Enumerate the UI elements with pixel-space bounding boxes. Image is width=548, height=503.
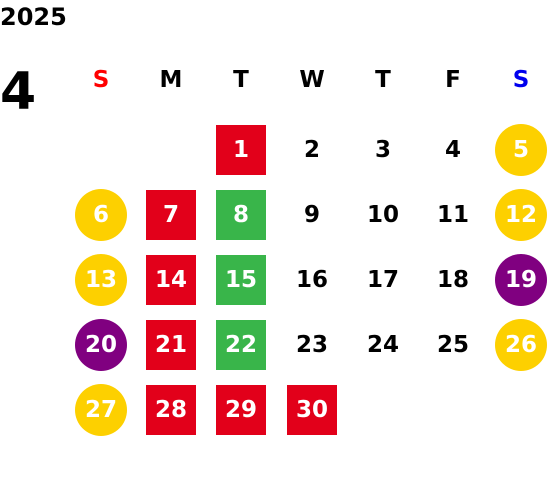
weekday-header-sun: S [92, 67, 110, 93]
day-cell-22[interactable]: 22 [216, 320, 266, 370]
day-cell-27[interactable]: 27 [75, 384, 127, 436]
day-cell-29[interactable]: 29 [216, 385, 266, 435]
month-label: 4 [0, 62, 37, 122]
day-cell-30[interactable]: 30 [287, 385, 337, 435]
day-cell-17[interactable]: 17 [366, 267, 399, 293]
day-cell-9[interactable]: 9 [303, 202, 320, 228]
day-cell-11[interactable]: 11 [436, 202, 469, 228]
weekday-header-wed: W [299, 67, 325, 93]
day-cell-10[interactable]: 10 [366, 202, 399, 228]
year-label: 2025 [0, 3, 67, 31]
day-cell-19[interactable]: 19 [495, 254, 547, 306]
weekday-header-fri: F [445, 67, 461, 93]
day-cell-28[interactable]: 28 [146, 385, 196, 435]
day-cell-4[interactable]: 4 [444, 137, 461, 163]
day-cell-24[interactable]: 24 [366, 332, 399, 358]
day-cell-20[interactable]: 20 [75, 319, 127, 371]
weekday-header-mon: M [159, 67, 183, 93]
day-cell-13[interactable]: 13 [75, 254, 127, 306]
day-cell-15[interactable]: 15 [216, 255, 266, 305]
day-cell-23[interactable]: 23 [295, 332, 328, 358]
day-cell-1[interactable]: 1 [216, 125, 266, 175]
day-cell-25[interactable]: 25 [436, 332, 469, 358]
day-cell-8[interactable]: 8 [216, 190, 266, 240]
weekday-header-thu: T [375, 67, 391, 93]
day-cell-12[interactable]: 12 [495, 189, 547, 241]
weekday-header-sat: S [512, 67, 530, 93]
day-cell-21[interactable]: 21 [146, 320, 196, 370]
day-cell-2[interactable]: 2 [303, 137, 320, 163]
day-cell-26[interactable]: 26 [495, 319, 547, 371]
day-cell-5[interactable]: 5 [495, 124, 547, 176]
day-cell-18[interactable]: 18 [436, 267, 469, 293]
day-cell-3[interactable]: 3 [374, 137, 391, 163]
day-cell-14[interactable]: 14 [146, 255, 196, 305]
day-cell-7[interactable]: 7 [146, 190, 196, 240]
day-cell-16[interactable]: 16 [295, 267, 328, 293]
weekday-header-tue: T [233, 67, 249, 93]
day-cell-6[interactable]: 6 [75, 189, 127, 241]
